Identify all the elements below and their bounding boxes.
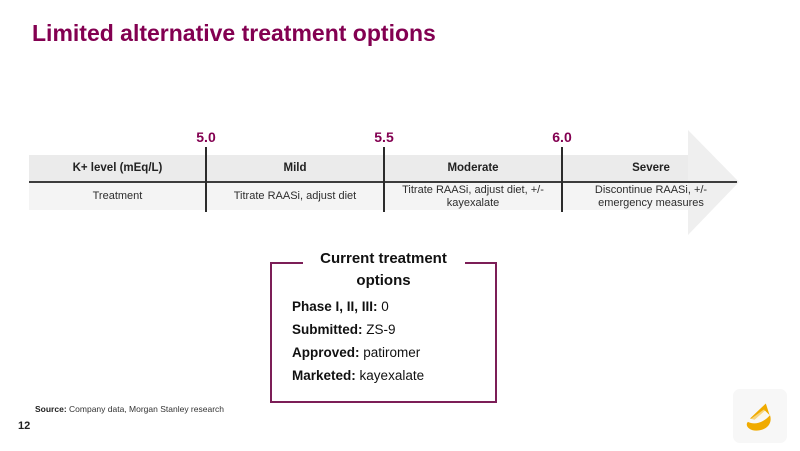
current-treatment-box: Current treatment options Phase I, II, I… <box>270 248 497 403</box>
severity-header-row: K+ level (mEq/L) Mild Moderate Severe <box>29 155 740 181</box>
severity-mild: Mild <box>283 161 307 174</box>
severity-header-band <box>29 155 688 181</box>
item-label: Submitted: <box>292 322 363 337</box>
source-text: Company data, Morgan Stanley research <box>69 404 225 414</box>
treatment-moderate: Titrate RAASi, adjust diet, +/- kayexala… <box>402 183 544 209</box>
item-value: kayexalate <box>359 368 425 383</box>
treatment-row: Treatment Titrate RAASi, adjust diet Tit… <box>29 183 740 210</box>
page-title: Limited alternative treatment options <box>32 20 436 46</box>
list-item: Phase I, II, III: 0 <box>292 298 495 316</box>
current-treatment-box-title: Current treatment options <box>302 248 465 292</box>
list-item: Marketed: kayexalate <box>292 367 495 385</box>
item-label: Phase I, II, III: <box>292 299 378 314</box>
source-label: Source: <box>35 404 67 414</box>
threshold-label: 5.5 <box>374 129 394 145</box>
threshold-label: 6.0 <box>552 129 572 145</box>
row-header-treatment: Treatment <box>92 190 143 202</box>
treatment-severe: Discontinue RAASi, +/- emergency measure… <box>594 183 708 209</box>
severity-severe: Severe <box>632 161 670 174</box>
item-value: patiromer <box>363 345 421 360</box>
item-value: 0 <box>381 299 389 314</box>
threshold-tick <box>205 147 207 212</box>
astrazeneca-logo-icon <box>746 403 771 431</box>
threshold-label: 5.0 <box>196 129 216 145</box>
item-label: Marketed: <box>292 368 356 383</box>
list-item: Submitted: ZS-9 <box>292 321 495 339</box>
severity-moderate: Moderate <box>447 161 499 174</box>
source-note: Source: Company data, Morgan Stanley res… <box>35 404 224 414</box>
astrazeneca-logo <box>733 389 787 443</box>
threshold-tick <box>383 147 385 212</box>
row-header-k-level: K+ level (mEq/L) <box>72 161 163 174</box>
item-value: ZS-9 <box>366 322 396 337</box>
current-treatment-list: Phase I, II, III: 0 Submitted: ZS-9 Appr… <box>292 298 495 385</box>
treatment-mild: Titrate RAASi, adjust diet <box>233 190 357 202</box>
threshold-tick <box>561 147 563 212</box>
list-item: Approved: patiromer <box>292 344 495 362</box>
treatment-row-band <box>29 181 688 210</box>
page-number: 12 <box>18 420 31 432</box>
item-label: Approved: <box>292 345 360 360</box>
